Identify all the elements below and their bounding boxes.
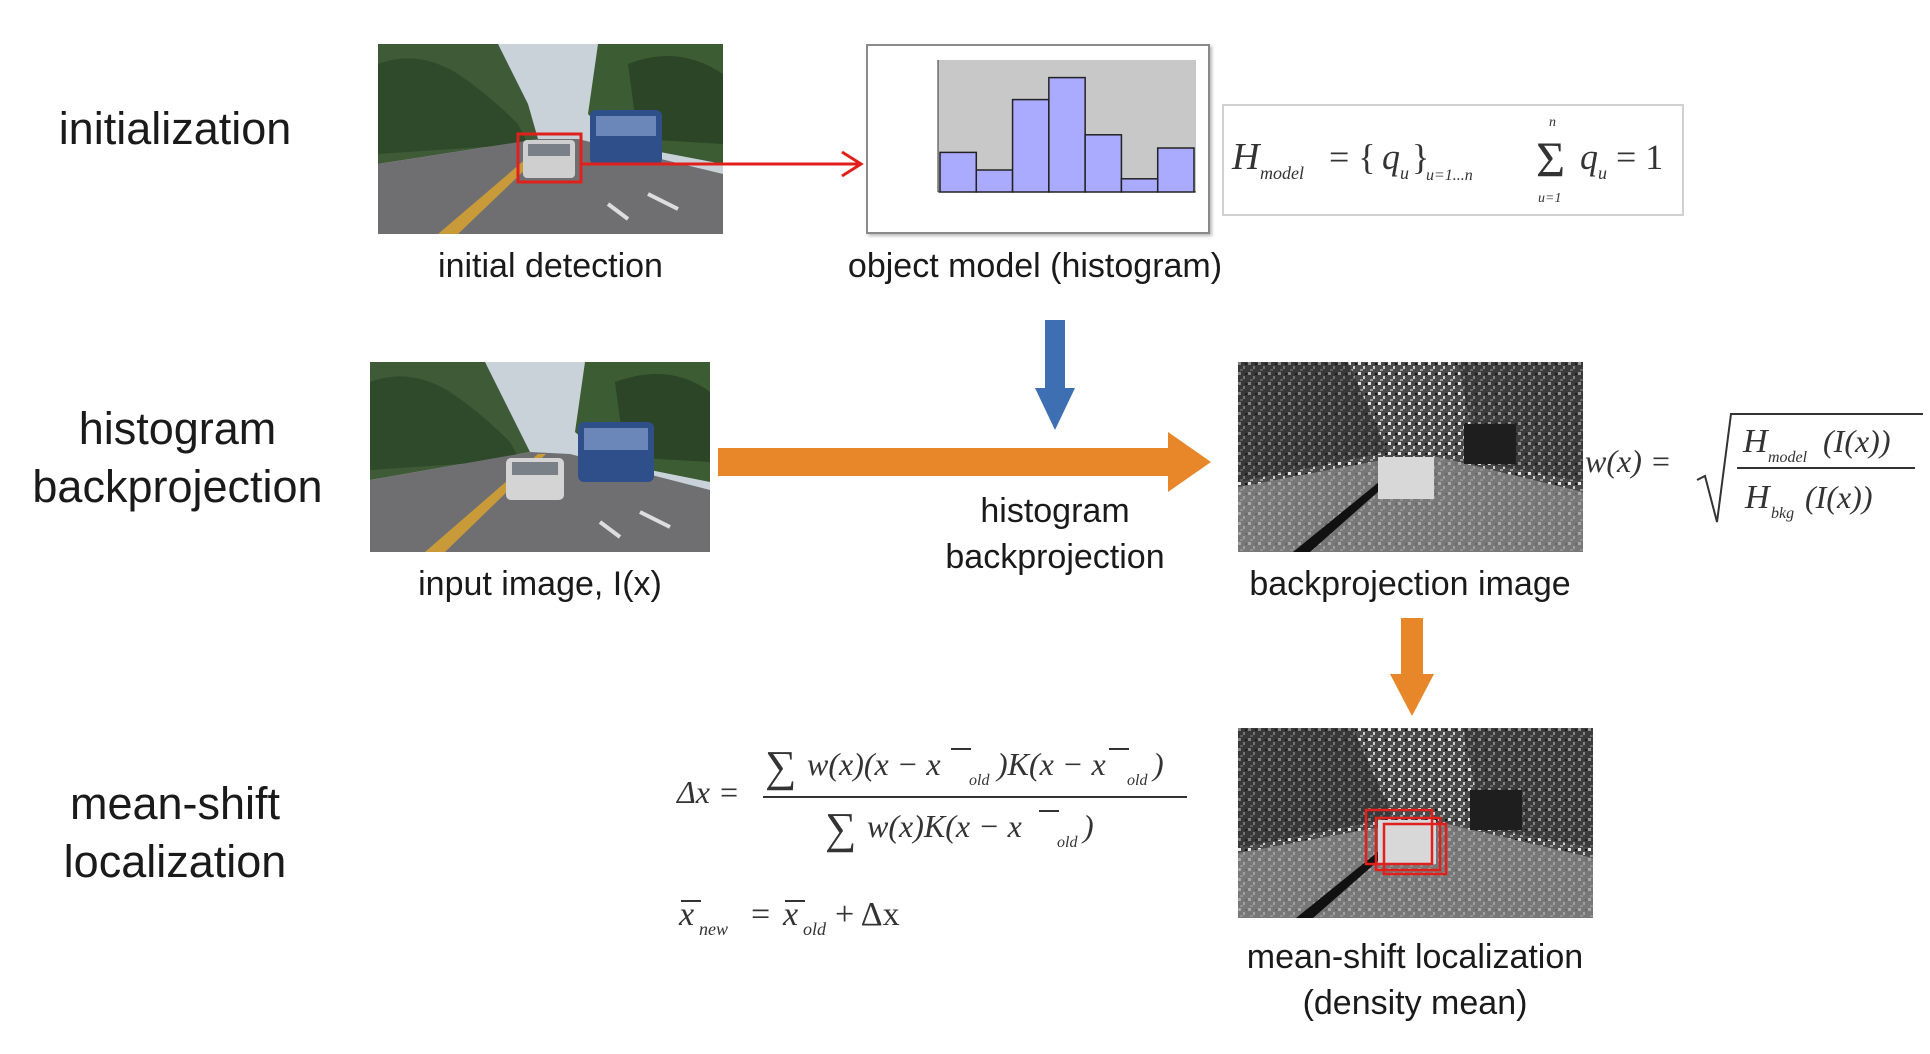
svg-text:x: x <box>678 896 694 933</box>
caption-backprojection-image: backprojection image <box>1200 565 1620 604</box>
caption-meanshift-line1: mean-shift localization <box>1246 938 1584 976</box>
histogram-bar <box>1011 98 1050 193</box>
caption-meanshift-line2: (density mean) <box>1302 984 1528 1022</box>
svg-text:∑: ∑ <box>765 742 796 791</box>
arrow-label-line1: histogram <box>980 492 1130 530</box>
backprojection-image <box>1238 362 1583 552</box>
svg-text:x: x <box>782 896 798 933</box>
svg-text:(I(x)): (I(x)) <box>1805 479 1872 515</box>
orange-right-arrow <box>718 432 1211 492</box>
svg-text:)K(x − x: )K(x − x <box>995 746 1106 782</box>
svg-text:∑: ∑ <box>825 804 856 853</box>
stage-meanshift-localization: mean-shift localization <box>30 775 320 891</box>
svg-text:(I(x)): (I(x)) <box>1823 423 1890 459</box>
model-formula-box: H model = { q u } u=1...n n Σ u=1 q u = … <box>1222 104 1684 216</box>
svg-text:w(x)(x − x: w(x)(x − x <box>807 746 941 782</box>
caption-object-model: object model (histogram) <box>810 247 1260 286</box>
svg-text:): ) <box>1151 746 1164 782</box>
svg-text:u=1...n: u=1...n <box>1426 167 1473 184</box>
svg-text:H: H <box>1742 423 1770 460</box>
svg-text:new: new <box>699 919 728 939</box>
caption-input-image-text: input image, I(x) <box>418 565 662 603</box>
svg-text:H: H <box>1231 136 1262 178</box>
histogram-bar <box>1120 178 1159 193</box>
svg-text:Σ: Σ <box>1536 131 1565 187</box>
stage-initialization-label: initialization <box>58 103 292 154</box>
svg-text:w(x) =: w(x) = <box>1585 443 1671 479</box>
svg-text:= 1: = 1 <box>1616 137 1663 177</box>
svg-text:u=1: u=1 <box>1538 191 1561 206</box>
meanshift-localization-image <box>1238 728 1593 918</box>
svg-text:old: old <box>803 919 827 939</box>
svg-text:}: } <box>1412 137 1429 177</box>
svg-text:old: old <box>1057 834 1078 851</box>
caption-histogram-backprojection-arrow: histogram backprojection <box>905 488 1205 580</box>
histogram-bar <box>939 151 978 193</box>
svg-text:w(x)K(x − x: w(x)K(x − x <box>867 808 1022 844</box>
stage-meanshift-line1: mean-shift <box>69 778 281 829</box>
svg-text:q: q <box>1382 137 1400 177</box>
svg-text:H: H <box>1744 479 1772 516</box>
svg-text:= {: = { <box>1329 137 1376 177</box>
caption-initial-detection: initial detection <box>378 247 723 286</box>
svg-text:bkg: bkg <box>1771 505 1794 522</box>
object-model-histogram <box>866 44 1210 234</box>
svg-text:u: u <box>1598 163 1607 183</box>
caption-object-model-text: object model (histogram) <box>847 247 1223 285</box>
stage-meanshift-line2: localization <box>63 836 287 887</box>
svg-text:old: old <box>969 772 990 789</box>
histogram-bar <box>1048 76 1086 193</box>
red-arrow <box>580 150 864 178</box>
svg-text:+ Δx: + Δx <box>835 896 900 933</box>
svg-text:old: old <box>1127 772 1148 789</box>
svg-text:n: n <box>1549 115 1556 130</box>
stage-backprojection-line1: histogram <box>78 403 277 454</box>
svg-text:q: q <box>1580 137 1598 177</box>
model-formula: H model = { q u } u=1...n n Σ u=1 q u = … <box>1231 115 1663 206</box>
histogram-bar <box>1156 147 1195 193</box>
caption-input-image: input image, I(x) <box>370 565 710 604</box>
stage-backprojection-line2: backprojection <box>32 461 323 512</box>
caption-meanshift: mean-shift localization (density mean) <box>1200 934 1630 1026</box>
stage-initialization: initialization <box>30 100 320 158</box>
svg-text:=: = <box>751 896 770 933</box>
meanshift-formula: Δx = ∑ w(x)(x − x old )K(x − x old ) ∑ w… <box>675 742 1187 939</box>
orange-down-arrow <box>1390 618 1434 716</box>
svg-text:model: model <box>1260 163 1304 183</box>
svg-text:u: u <box>1400 163 1409 183</box>
caption-initial-detection-text: initial detection <box>438 247 663 285</box>
svg-text:): ) <box>1081 808 1094 844</box>
weight-formula: w(x) = H model (I(x)) H bkg (I(x)) <box>1585 413 1923 523</box>
arrow-label-line2: backprojection <box>945 538 1165 576</box>
caption-backprojection-image-text: backprojection image <box>1249 565 1571 603</box>
histogram-bar <box>975 169 1014 193</box>
histogram-chart <box>937 60 1196 193</box>
blue-down-arrow <box>1035 320 1075 430</box>
initial-detection-image <box>378 44 723 234</box>
histogram-bar <box>1084 134 1123 193</box>
svg-text:Δx =: Δx = <box>675 774 740 810</box>
input-image <box>370 362 710 552</box>
svg-text:model: model <box>1768 449 1808 466</box>
stage-histogram-backprojection: histogram backprojection <box>5 400 350 516</box>
